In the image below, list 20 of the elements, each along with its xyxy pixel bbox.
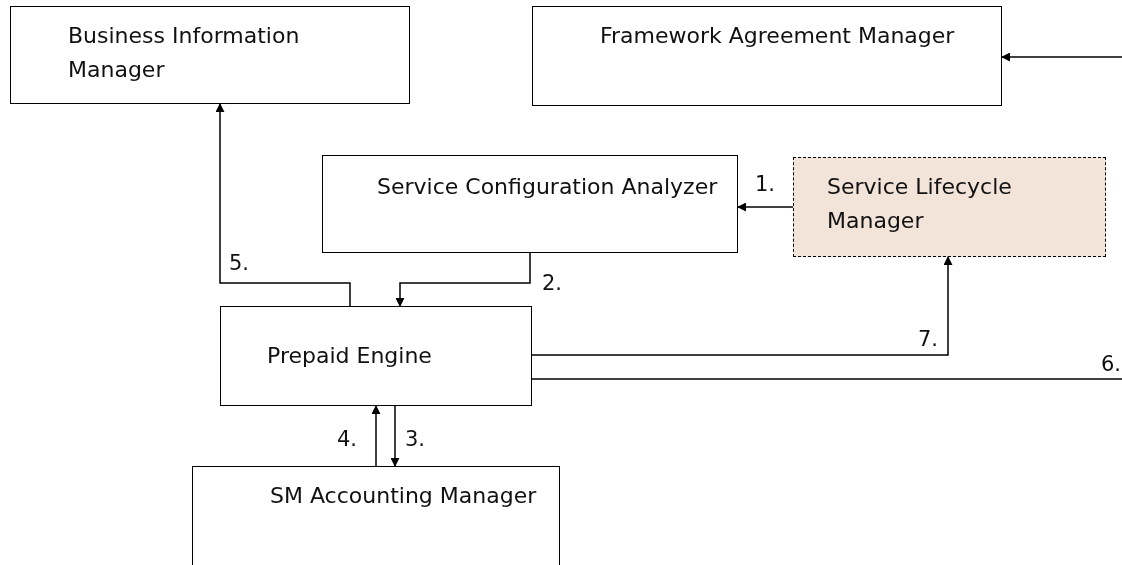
dashed-box [793,157,1106,257]
arrow [531,256,953,356]
arrow [215,103,351,307]
box-label: Prepaid Engine [267,342,433,370]
box-label: Service Configuration Analyzer [377,173,719,201]
connector-line [531,378,1122,380]
process-box [322,155,738,253]
box-label: SM Accounting Manager [270,482,538,510]
arrow [371,405,381,467]
box-label: Business Information Manager [68,22,301,84]
box-label: Service Lifecycle Manager [827,173,1013,235]
process-box [532,6,1002,106]
box-label: Framework Agreement Manager [600,22,956,50]
process-box [10,6,410,104]
arrow [390,405,400,467]
process-box [192,466,560,565]
arrow [1001,52,1122,62]
process-box [220,306,532,406]
arrow [737,202,794,212]
arrow [395,252,531,307]
